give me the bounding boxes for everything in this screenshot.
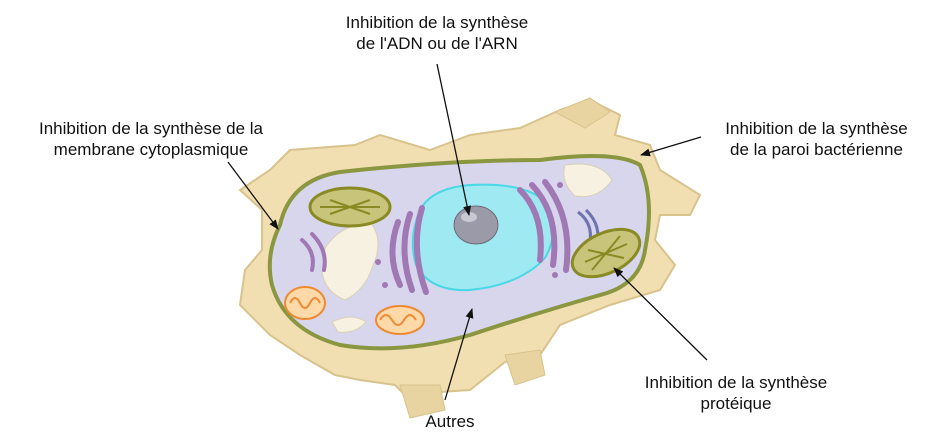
cell-wall-protrusion: [505, 350, 545, 385]
mitochondrion-left: [285, 287, 325, 319]
label-membrane-line-1: Inhibition de la synthèse de la: [11, 118, 291, 139]
label-other-text: Autres: [390, 411, 510, 432]
chloroplast-top: [310, 188, 390, 226]
label-membrane-line-2: membrane cytoplasmique: [11, 139, 291, 160]
nucleolus: [454, 206, 498, 244]
label-cell-wall-line-1: Inhibition de la synthèse: [699, 118, 934, 139]
label-cell-wall-line-2: de la paroi bactérienne: [699, 139, 934, 160]
label-dna-rna-line-1: Inhibition de la synthèse: [320, 12, 554, 33]
label-protein-line-1: Inhibition de la synthèse: [621, 372, 851, 393]
mitochondrion-bottom: [376, 306, 424, 334]
label-protein-line-2: protéique: [621, 393, 851, 414]
label-protein: Inhibition de la synthèse protéique: [621, 372, 851, 414]
label-cell-wall: Inhibition de la synthèse de la paroi ba…: [699, 118, 934, 160]
label-dna-rna: Inhibition de la synthèse de l'ADN ou de…: [320, 12, 554, 54]
label-other: Autres: [390, 411, 510, 432]
label-dna-rna-line-2: de l'ADN ou de l'ARN: [320, 33, 554, 54]
label-membrane: Inhibition de la synthèse de la membrane…: [11, 118, 291, 160]
